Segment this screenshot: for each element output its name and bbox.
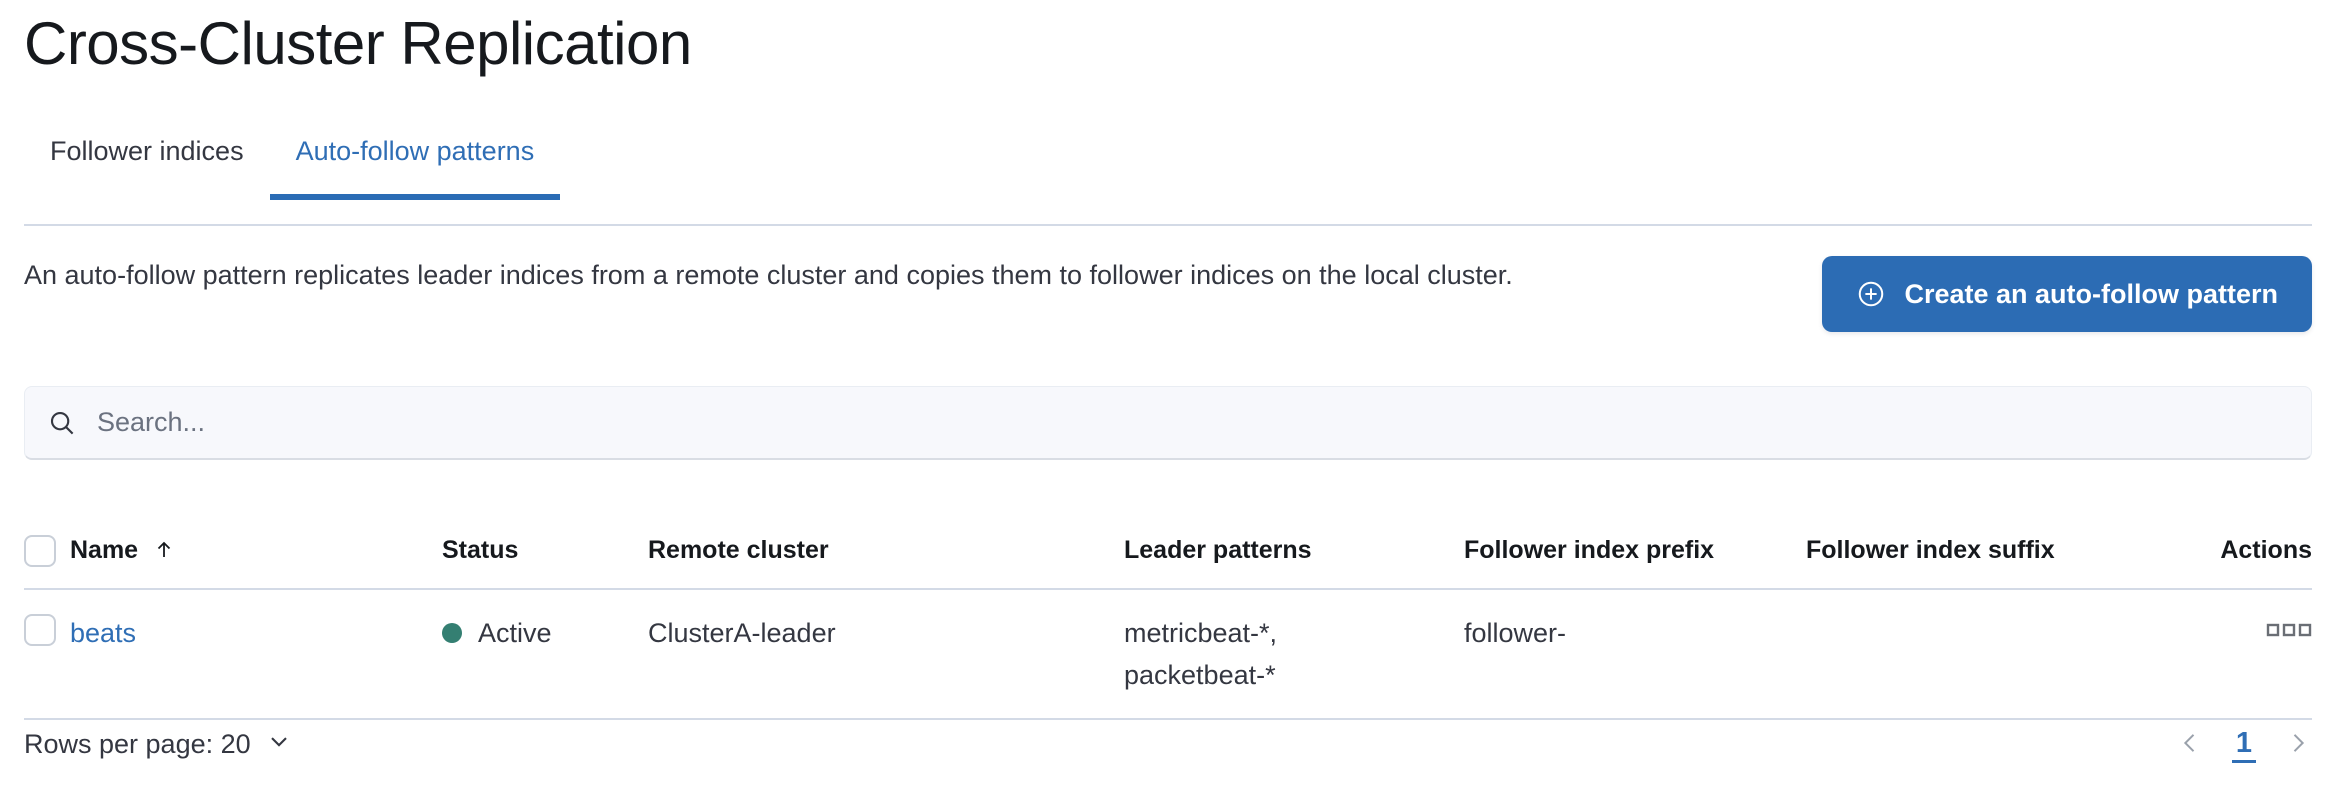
pagination: 1 xyxy=(2176,726,2312,763)
leader-pattern-line-1: metricbeat-*, xyxy=(1124,618,1278,648)
search-icon xyxy=(47,408,77,438)
create-auto-follow-pattern-button[interactable]: Create an auto-follow pattern xyxy=(1822,256,2312,332)
column-header-name-label: Name xyxy=(70,535,139,564)
cell-name: beats xyxy=(70,612,442,654)
row-select-checkbox[interactable] xyxy=(24,614,56,646)
pagination-next-button[interactable] xyxy=(2284,729,2312,760)
column-header-name[interactable]: Name xyxy=(70,536,442,565)
cell-leader-patterns: metricbeat-*, packetbeat-* xyxy=(1124,612,1464,696)
chevron-left-icon xyxy=(2176,729,2204,760)
tab-auto-follow-patterns[interactable]: Auto-follow patterns xyxy=(269,134,561,200)
column-header-actions: Actions xyxy=(2220,535,2312,564)
table-footer: Rows per page: 20 1 xyxy=(24,726,2312,763)
table-header-row: Name Status Remote cluster Leader patter… xyxy=(24,512,2312,588)
auto-follow-patterns-table: Name Status Remote cluster Leader patter… xyxy=(24,512,2312,720)
select-all-checkbox[interactable] xyxy=(24,535,56,567)
tab-bar-divider xyxy=(24,224,2312,226)
column-header-follower-index-suffix[interactable]: Follower index suffix xyxy=(1806,535,2055,564)
plus-in-circle-icon xyxy=(1856,279,1886,309)
column-header-follower-index-prefix[interactable]: Follower index prefix xyxy=(1464,535,1715,564)
rows-per-page-label: Rows per page: 20 xyxy=(24,729,251,759)
table-row: beats Active ClusterA-leader metricbeat-… xyxy=(24,590,2312,720)
page-description: An auto-follow pattern replicates leader… xyxy=(24,260,1513,290)
rows-per-page-selector[interactable]: Rows per page: 20 xyxy=(24,727,293,762)
chevron-down-icon xyxy=(265,727,293,762)
tab-bar: Follower indices Auto-follow patterns xyxy=(24,128,561,200)
pagination-previous-button[interactable] xyxy=(2176,729,2204,760)
cell-remote-cluster: ClusterA-leader xyxy=(648,618,836,648)
arrow-up-icon xyxy=(152,538,176,562)
search-bar[interactable] xyxy=(24,386,2312,460)
page-title: Cross-Cluster Replication xyxy=(24,10,692,77)
cell-status: Active xyxy=(442,612,648,654)
select-all-checkbox-cell xyxy=(24,533,70,567)
column-header-remote-cluster[interactable]: Remote cluster xyxy=(648,535,829,564)
column-header-status[interactable]: Status xyxy=(442,535,519,564)
row-actions-menu-button[interactable] xyxy=(2266,612,2312,642)
status-dot-icon xyxy=(442,623,462,643)
cell-follower-index-prefix: follower- xyxy=(1464,618,1567,648)
pagination-page-1[interactable]: 1 xyxy=(2231,726,2256,763)
create-button-label: Create an auto-follow pattern xyxy=(1904,278,2278,309)
row-checkbox-cell xyxy=(24,612,70,646)
chevron-right-icon xyxy=(2284,729,2312,760)
table-header: Name Status Remote cluster Leader patter… xyxy=(24,512,2312,590)
pattern-name-link[interactable]: beats xyxy=(70,618,137,648)
cell-actions xyxy=(2132,612,2312,642)
tab-follower-indices[interactable]: Follower indices xyxy=(50,136,244,166)
status-label: Active xyxy=(478,618,552,648)
leader-pattern-line-2: packetbeat-* xyxy=(1124,660,1276,690)
table-body: beats Active ClusterA-leader metricbeat-… xyxy=(24,590,2312,720)
search-input[interactable] xyxy=(97,387,2289,458)
column-header-leader-patterns[interactable]: Leader patterns xyxy=(1124,535,1312,564)
